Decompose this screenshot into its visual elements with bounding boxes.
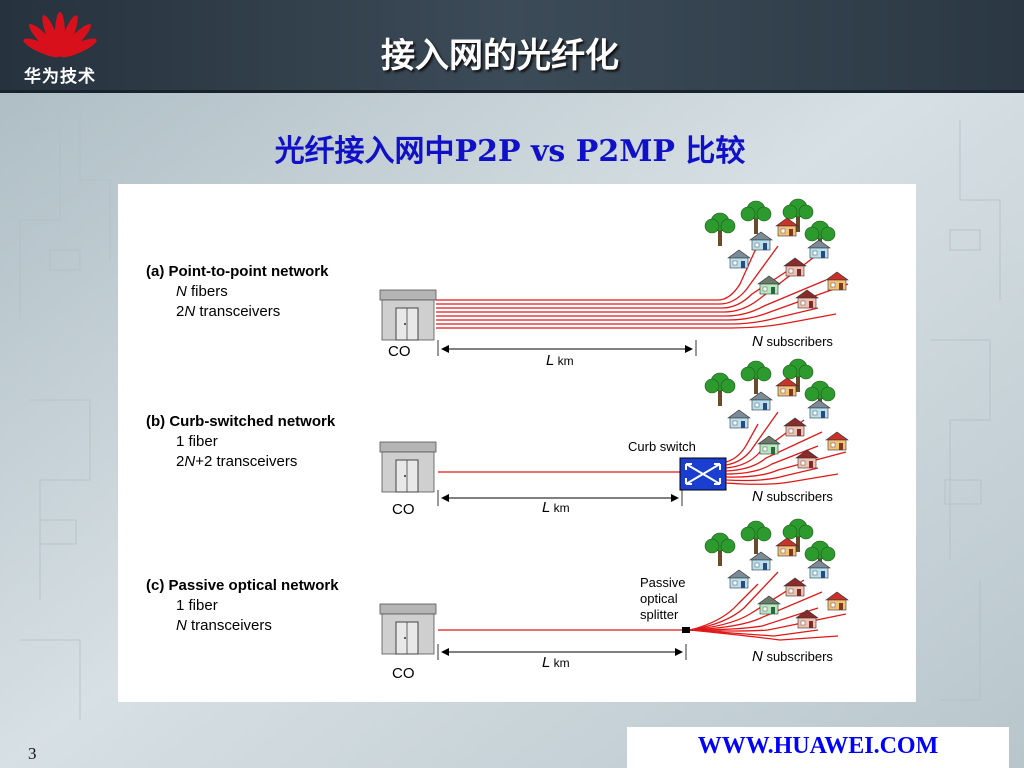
panel-passive-optical: (c) Passive optical network 1 fiber N tr… [146, 519, 848, 682]
panel-c-subscribers: N subscribers [752, 648, 833, 665]
slide-title: 接入网的光纤化 [381, 36, 619, 76]
panel-a-line1: N fibers [176, 283, 228, 300]
huawei-logo-icon [23, 12, 97, 58]
footer-url[interactable]: WWW.HUAWEI.COM [697, 733, 939, 759]
panel-b-drop-fibers [725, 411, 847, 485]
panel-b-heading: (b) Curb-switched network [146, 413, 336, 430]
panel-b-line2: 2N+2 transceivers [176, 453, 297, 470]
central-office-icon [379, 603, 437, 655]
panel-c-drop-fibers [689, 571, 847, 641]
panel-b-distance: L km [542, 499, 570, 516]
panel-c-distance: L km [542, 654, 570, 671]
panel-a-distance: L km [546, 352, 574, 369]
panel-c-device-label-3: splitter [640, 607, 679, 622]
central-office-icon [379, 441, 437, 493]
central-office-icon [379, 289, 437, 341]
panel-c-co-label: CO [392, 665, 415, 682]
panel-point-to-point: (a) Point-to-point network N fibers 2N t… [146, 199, 849, 369]
panel-c-device-label-2: optical [640, 591, 678, 606]
panel-a-co-label: CO [388, 343, 411, 360]
panel-a-fibers [436, 243, 849, 329]
page-number: 3 [28, 744, 37, 763]
panel-c-device-label-1: Passive [640, 575, 686, 590]
panel-a-line2: 2N transceivers [176, 303, 280, 320]
panel-b-subscribers: N subscribers [752, 488, 833, 505]
footer-url-box [627, 727, 1009, 768]
panel-c-heading: (c) Passive optical network [146, 577, 339, 594]
slide-subtitle: 光纤接入网中P2P vs P2MP 比较 [274, 134, 746, 169]
panel-curb-switched: (b) Curb-switched network 1 fiber 2N+2 t… [146, 359, 848, 518]
diagram-panel: (a) Point-to-point network N fibers 2N t… [118, 184, 916, 702]
panel-c-line1: 1 fiber [176, 597, 218, 614]
logo-text: 华为技术 [24, 67, 96, 87]
curb-switch-icon [679, 457, 727, 491]
slide-header: 华为技术 接入网的光纤化 [0, 0, 1024, 92]
panel-b-line1: 1 fiber [176, 433, 218, 450]
panel-b-device-label: Curb switch [628, 439, 696, 454]
panel-c-line2: N transceivers [176, 617, 272, 634]
optical-splitter-icon [682, 627, 690, 633]
network-comparison-diagram: (a) Point-to-point network N fibers 2N t… [146, 184, 849, 682]
panel-b-co-label: CO [392, 501, 415, 518]
panel-a-heading: (a) Point-to-point network [146, 263, 329, 280]
panel-a-subscribers: N subscribers [752, 333, 833, 350]
